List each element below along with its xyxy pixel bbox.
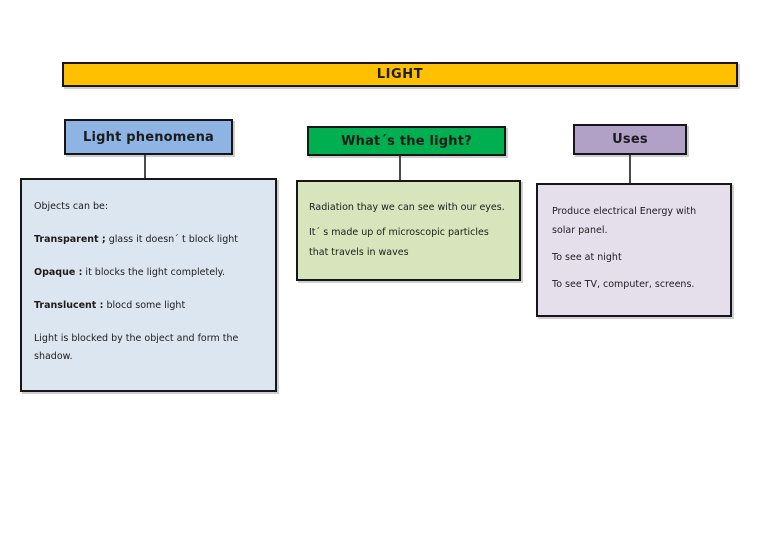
header-whats-the-light-label: What´s the light? [341,133,472,149]
paragraph: Opaque : it blocks the light completely. [34,267,225,278]
paragraph: Transparent ; glass it doesn´ t block li… [34,234,238,245]
content-box-uses: Produce electrical Energy with solar pan… [536,183,732,317]
paragraph: Translucent : blocd some light [34,300,186,311]
paragraph: It´ s made up of microscopic particles t… [309,227,489,258]
title-bar: LIGHT [62,62,738,87]
bold-term-transparent: Transparent ; [34,234,106,245]
paragraph: To see at night [552,252,622,263]
bold-term-translucent: Translucent : [34,300,104,311]
content-box-whats-the-light: Radiation thay we can see with our eyes.… [296,180,521,281]
paragraph: Radiation thay we can see with our eyes. [309,202,505,213]
connector-line-light-phenomena [144,155,146,178]
content-box-light-phenomena: Objects can be: Transparent ; glass it d… [20,178,277,392]
paragraph: Produce electrical Energy with solar pan… [552,206,697,236]
connector-line-uses [629,155,631,183]
title-bar-label: LIGHT [376,67,424,82]
header-light-phenomena: Light phenomena [64,119,233,155]
paragraph: To see TV, computer, screens. [552,279,695,290]
paragraph: Light is blocked by the object and form … [34,333,239,362]
header-uses-label: Uses [612,132,648,147]
header-uses: Uses [573,124,687,155]
bold-term-opaque: Opaque : [34,267,83,278]
paragraph: Objects can be: [34,201,109,212]
connector-line-whats-the-light [399,156,401,180]
header-light-phenomena-label: Light phenomena [83,129,214,145]
header-whats-the-light: What´s the light? [307,126,506,156]
